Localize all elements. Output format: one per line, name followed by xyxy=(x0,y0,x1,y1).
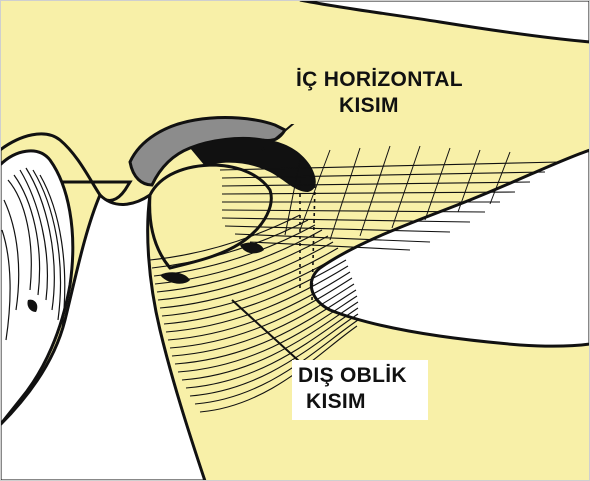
outer-oblique-label-line2: KISIM xyxy=(306,390,366,413)
inner-horizontal-label-line2: KISIM xyxy=(339,94,399,117)
outer-oblique-label-line1: DIŞ OBLİK xyxy=(298,364,407,387)
inner-horizontal-label-line1: İÇ HORİZONTAL xyxy=(296,68,463,91)
